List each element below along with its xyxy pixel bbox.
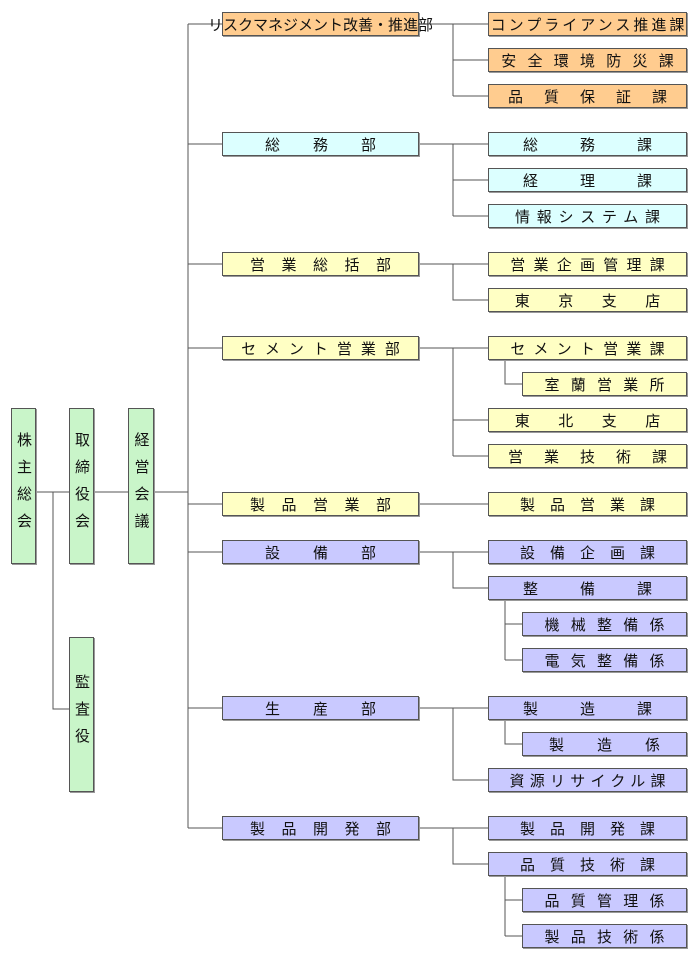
section-label: コンプライアンス推進課 (490, 15, 688, 34)
dept-sales-general: 営業総括部 (222, 252, 419, 276)
management-council-label: 経営会議 (132, 432, 151, 540)
section-label: 機械整備係 (544, 615, 676, 634)
section-label: 総務課 (522, 135, 694, 154)
section-resource-recycling: 資源リサイクル課 (488, 768, 687, 792)
section-label: 営業企画管理課 (510, 255, 673, 274)
auditor-label: 監査役 (73, 674, 91, 755)
section-accounting: 経理課 (488, 168, 687, 192)
dept-label: 生産部 (264, 699, 409, 718)
management-council-box: 経営会議 (128, 408, 154, 564)
dept-general-affairs: 総務部 (222, 132, 419, 156)
section-label: 電気整備係 (544, 651, 676, 670)
section-muroran-office: 室蘭営業所 (522, 372, 687, 396)
section-label: 品質保証課 (507, 87, 688, 106)
auditor-box: 監査役 (69, 637, 94, 792)
section-label: 営業技術課 (507, 447, 688, 466)
dept-product-sales: 製品営業部 (222, 492, 419, 516)
section-product-development: 製品開発課 (488, 816, 687, 840)
section-quality-assurance: 品質保証課 (488, 84, 687, 108)
dept-equipment: 設備部 (222, 540, 419, 564)
section-information-systems: 情報システム課 (488, 204, 687, 228)
section-label: 設備企画課 (519, 543, 670, 562)
section-safety-environment: 安全環境防災課 (488, 48, 687, 72)
dept-label: セメント営業部 (241, 339, 409, 358)
section-sales-planning: 営業企画管理課 (488, 252, 687, 276)
dept-cement-sales: セメント営業部 (222, 336, 419, 360)
section-electrical-maintenance: 電気整備係 (522, 648, 687, 672)
section-label: 製品営業課 (519, 495, 670, 514)
section-cement-sales: セメント営業課 (488, 336, 687, 360)
section-label: 資源リサイクル課 (509, 771, 671, 790)
section-label: 製品技術係 (544, 927, 676, 946)
section-label: 東北支店 (514, 411, 689, 430)
section-label: 東京支店 (514, 291, 689, 310)
section-manufacturing-unit: 製造係 (522, 732, 687, 756)
dept-label: 製品営業部 (249, 495, 408, 514)
section-product-sales: 製品営業課 (488, 492, 687, 516)
section-tohoku-branch: 東北支店 (488, 408, 687, 432)
section-label: 安全環境防災課 (501, 51, 685, 70)
section-equipment-planning: 設備企画課 (488, 540, 687, 564)
section-quality-control: 品質管理係 (522, 888, 687, 912)
section-mechanical-maintenance: 機械整備係 (522, 612, 687, 636)
dept-label: リスクマネジメント改善・推進部 (208, 15, 434, 34)
section-label: 経理課 (522, 171, 694, 190)
section-maintenance: 整備課 (488, 576, 687, 600)
section-tokyo-branch: 東京支店 (488, 288, 687, 312)
section-manufacturing: 製造課 (488, 696, 687, 720)
section-label: 製品開発課 (519, 819, 670, 838)
section-quality-engineering: 品質技術課 (488, 852, 687, 876)
section-label: 品質管理係 (544, 891, 676, 910)
shareholders-box: 株主総会 (11, 408, 36, 564)
dept-label: 営業総括部 (249, 255, 408, 274)
section-label: 室蘭営業所 (544, 375, 676, 394)
section-product-technology: 製品技術係 (522, 924, 687, 948)
dept-product-development: 製品開発部 (222, 816, 419, 840)
section-label: 情報システム課 (514, 207, 667, 226)
section-sales-engineering: 営業技術課 (488, 444, 687, 468)
section-label: 品質技術課 (519, 855, 670, 874)
section-label: 製造係 (548, 735, 693, 754)
dept-label: 製品開発部 (249, 819, 408, 838)
board-label: 取締役会 (73, 432, 91, 540)
shareholders-label: 株主総会 (15, 432, 33, 540)
section-label: 整備課 (522, 579, 694, 598)
section-label: 製造課 (522, 699, 694, 718)
dept-production: 生産部 (222, 696, 419, 720)
section-label: セメント営業課 (510, 339, 673, 358)
section-general-affairs: 総務課 (488, 132, 687, 156)
dept-label: 設備部 (264, 543, 409, 562)
board-box: 取締役会 (69, 408, 94, 564)
dept-label: 総務部 (264, 135, 409, 154)
dept-risk-management: リスクマネジメント改善・推進部 (208, 12, 433, 36)
section-compliance: コンプライアンス推進課 (488, 12, 687, 36)
